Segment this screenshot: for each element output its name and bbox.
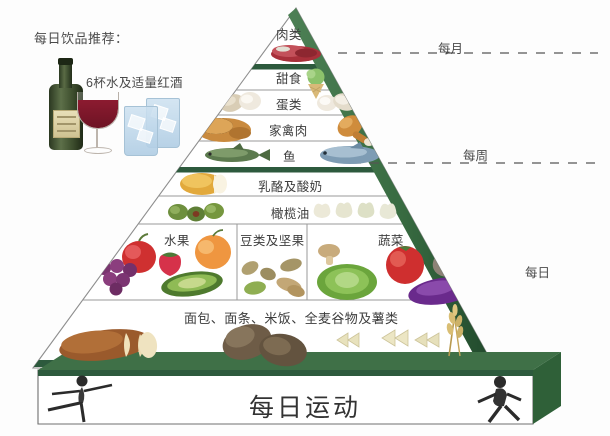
legume-nut-sprites — [241, 258, 305, 297]
ice-cream-icon — [306, 68, 325, 99]
drumstick-icon — [337, 115, 374, 146]
garlic-icon — [313, 202, 397, 219]
dancer-icon — [47, 375, 113, 423]
wheat-icon — [446, 304, 464, 357]
tier-label-sweets: 甜食 — [276, 72, 302, 86]
tier-label-meat: 肉类 — [276, 28, 302, 42]
red-meat-icon — [271, 45, 321, 62]
column-label-fruit: 水果 — [164, 234, 190, 248]
green-fish-icon — [205, 143, 270, 162]
grains-label: 面包、面条、米饭、全麦谷物及薯类 — [184, 311, 399, 326]
runner-icon — [477, 376, 522, 424]
frequency-label-weekly: 每周 — [463, 149, 489, 163]
cheese-icon — [180, 173, 227, 195]
tier-label-cheese-yogurt: 乳酪及酸奶 — [258, 180, 323, 194]
frequency-label-daily: 每日 — [525, 266, 551, 280]
tier-label-olive-oil: 橄榄油 — [271, 207, 310, 221]
tier-label-poultry: 家禽肉 — [269, 124, 308, 138]
daily-drinks-subtitle: 6杯水及适量红酒 — [86, 76, 183, 90]
frequency-label-monthly: 每月 — [438, 42, 464, 56]
fruit-sprites — [72, 229, 231, 297]
column-label-vegetables: 蔬菜 — [378, 234, 404, 248]
roast-chicken-icon — [191, 118, 251, 142]
exercise-bar-side — [533, 352, 561, 424]
tier-label-fish: 鱼 — [283, 150, 296, 164]
grain-sprites — [59, 304, 464, 367]
olive-icon — [168, 203, 224, 222]
daily-drinks-title: 每日饮品推荐： — [34, 31, 129, 46]
column-label-legumes-nuts: 豆类及坚果 — [240, 234, 305, 248]
daily-exercise-label: 每日运动 — [248, 394, 361, 422]
exercise-bar-top-band — [38, 370, 533, 376]
water-glass-icon — [124, 98, 190, 156]
wine-glass-icon — [74, 92, 120, 158]
tier-label-eggs: 蛋类 — [276, 98, 302, 112]
